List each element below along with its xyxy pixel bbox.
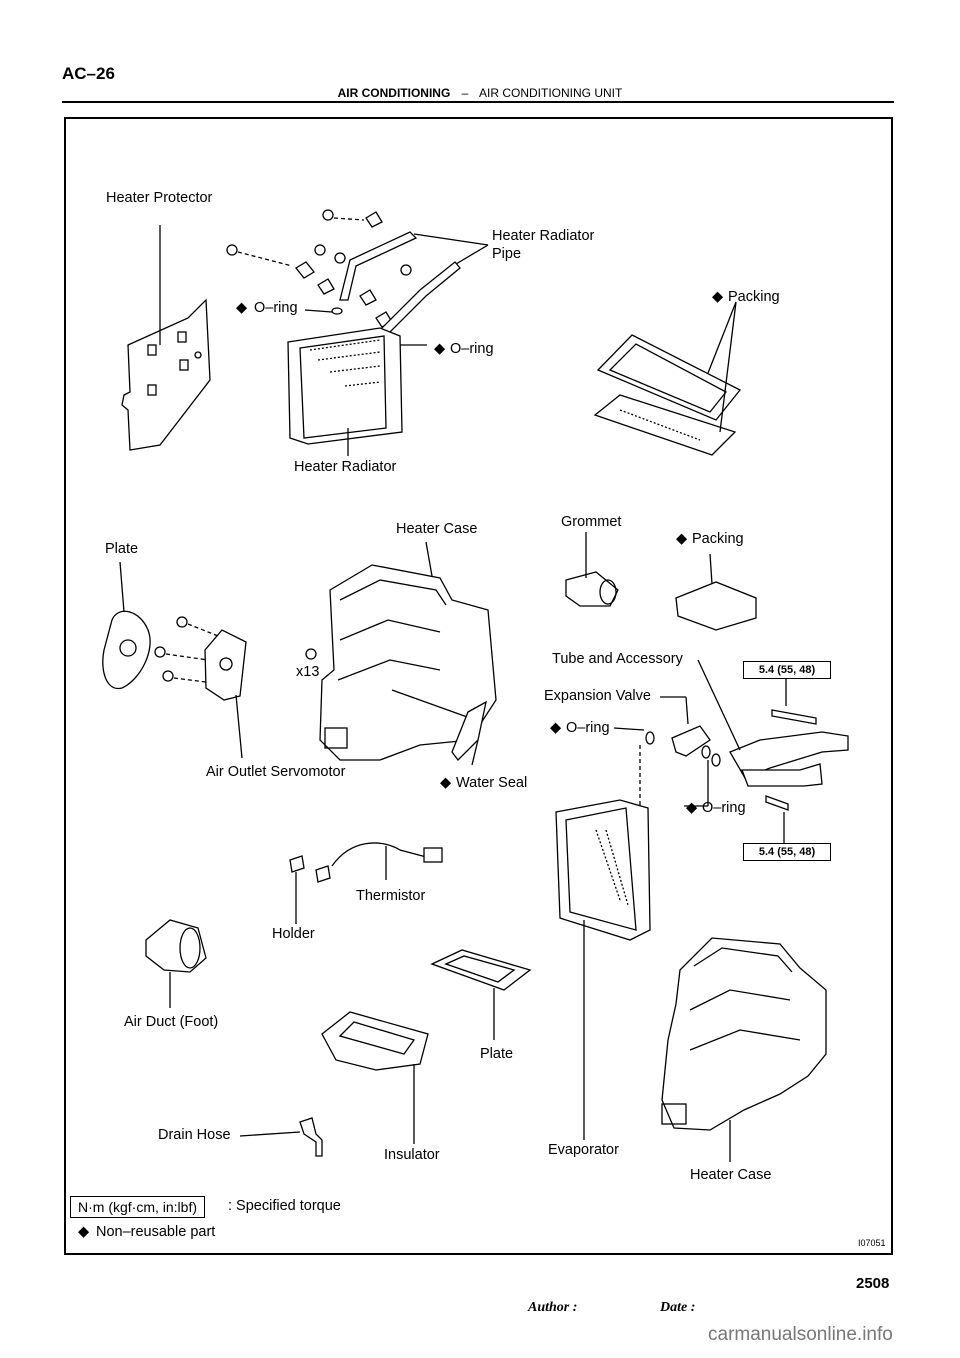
label-grommet: Grommet (561, 514, 622, 530)
drain-hose-part (299, 1117, 323, 1157)
header-section: AIR CONDITIONING (337, 86, 451, 100)
water-seal-part (451, 700, 487, 761)
heater-radiator-part (287, 327, 403, 445)
label-oring-3: O–ring (566, 720, 610, 736)
heater-radiator-pipe-part (339, 231, 461, 337)
label-heater-radiator-pipe-line1: Heater Radiator (492, 228, 595, 244)
date-label: Date : (660, 1300, 696, 1315)
non-reusable-symbol: ◆ (550, 720, 562, 736)
air-outlet-servomotor-part (204, 629, 247, 701)
air-duct-foot-part (145, 919, 207, 973)
holder-part (289, 855, 331, 883)
non-reusable-symbol: ◆ (676, 531, 688, 547)
label-drain-hose: Drain Hose (158, 1127, 231, 1143)
label-heater-case-2: Heater Case (690, 1167, 772, 1183)
legend-non-reusable-symbol: ◆ (78, 1224, 90, 1240)
label-air-duct-foot: Air Duct (Foot) (124, 1014, 219, 1030)
label-heater-radiator: Heater Radiator (294, 459, 397, 475)
legend-torque-text: : Specified torque (228, 1198, 341, 1214)
torque-value-upper: 5.4 (55, 48) (743, 661, 831, 679)
legend-non-reusable-text: Non–reusable part (96, 1224, 216, 1240)
pipe-clamps (226, 209, 412, 328)
watermark: carmanualsonline.info (708, 1324, 893, 1345)
header-dash: – (461, 86, 469, 100)
author-label: Author : (528, 1300, 578, 1315)
page-number: 2508 (856, 1275, 890, 1292)
label-heater-case-1: Heater Case (396, 521, 478, 537)
non-reusable-symbol: ◆ (440, 775, 452, 791)
running-header: AIR CONDITIONING – AIR CONDITIONING UNIT (0, 86, 960, 100)
heater-case-part-2 (661, 937, 827, 1131)
insulator-part (321, 1011, 429, 1071)
heater-case-part-1 (319, 564, 497, 761)
label-packing-2: Packing (692, 531, 744, 547)
plate-part-1 (102, 610, 151, 689)
diagram-frame (64, 117, 893, 1255)
label-tube-and-accessory: Tube and Accessory (552, 651, 683, 667)
non-reusable-symbol: ◆ (236, 300, 248, 316)
packing-part-1 (593, 334, 742, 456)
label-evaporator: Evaporator (548, 1142, 619, 1158)
tube-and-accessory-part (729, 731, 849, 787)
image-id: I07051 (858, 1238, 886, 1248)
label-holder: Holder (272, 926, 315, 942)
label-heater-radiator-pipe-line2: Pipe (492, 246, 522, 262)
grommet-part (565, 571, 619, 607)
section-code: AC–26 (62, 64, 115, 83)
label-thermistor: Thermistor (356, 888, 426, 904)
label-oring-1: O–ring (254, 300, 298, 316)
header-rule (62, 101, 894, 103)
header-subsection: AIR CONDITIONING UNIT (479, 86, 623, 100)
thermistor-part (331, 842, 443, 867)
torque-value-lower: 5.4 (55, 48) (743, 843, 831, 861)
packing-part-2 (675, 581, 757, 631)
expansion-valve-part (671, 725, 711, 757)
label-insulator: Insulator (384, 1147, 440, 1163)
label-oring-4: O–ring (702, 800, 746, 816)
legend-torque-unit: N·m (kgf·cm, in:lbf) (70, 1196, 205, 1218)
label-plate-2: Plate (480, 1046, 514, 1062)
label-expansion-valve: Expansion Valve (544, 688, 651, 704)
label-plate-1: Plate (105, 541, 139, 557)
label-air-outlet-servomotor: Air Outlet Servomotor (206, 764, 346, 780)
non-reusable-symbol: ◆ (686, 800, 698, 816)
evaporator-part (555, 799, 651, 941)
non-reusable-symbol: ◆ (712, 289, 724, 305)
label-heater-protector: Heater Protector (106, 190, 213, 206)
servomotor-screws (154, 616, 219, 683)
label-oring-2: O–ring (450, 341, 494, 357)
plate-part-2 (430, 949, 532, 991)
heater-protector-part (121, 298, 211, 451)
label-packing-1: Packing (728, 289, 780, 305)
label-water-seal: Water Seal (456, 775, 528, 791)
non-reusable-symbol: ◆ (434, 341, 446, 357)
label-x13: x13 (296, 664, 320, 680)
